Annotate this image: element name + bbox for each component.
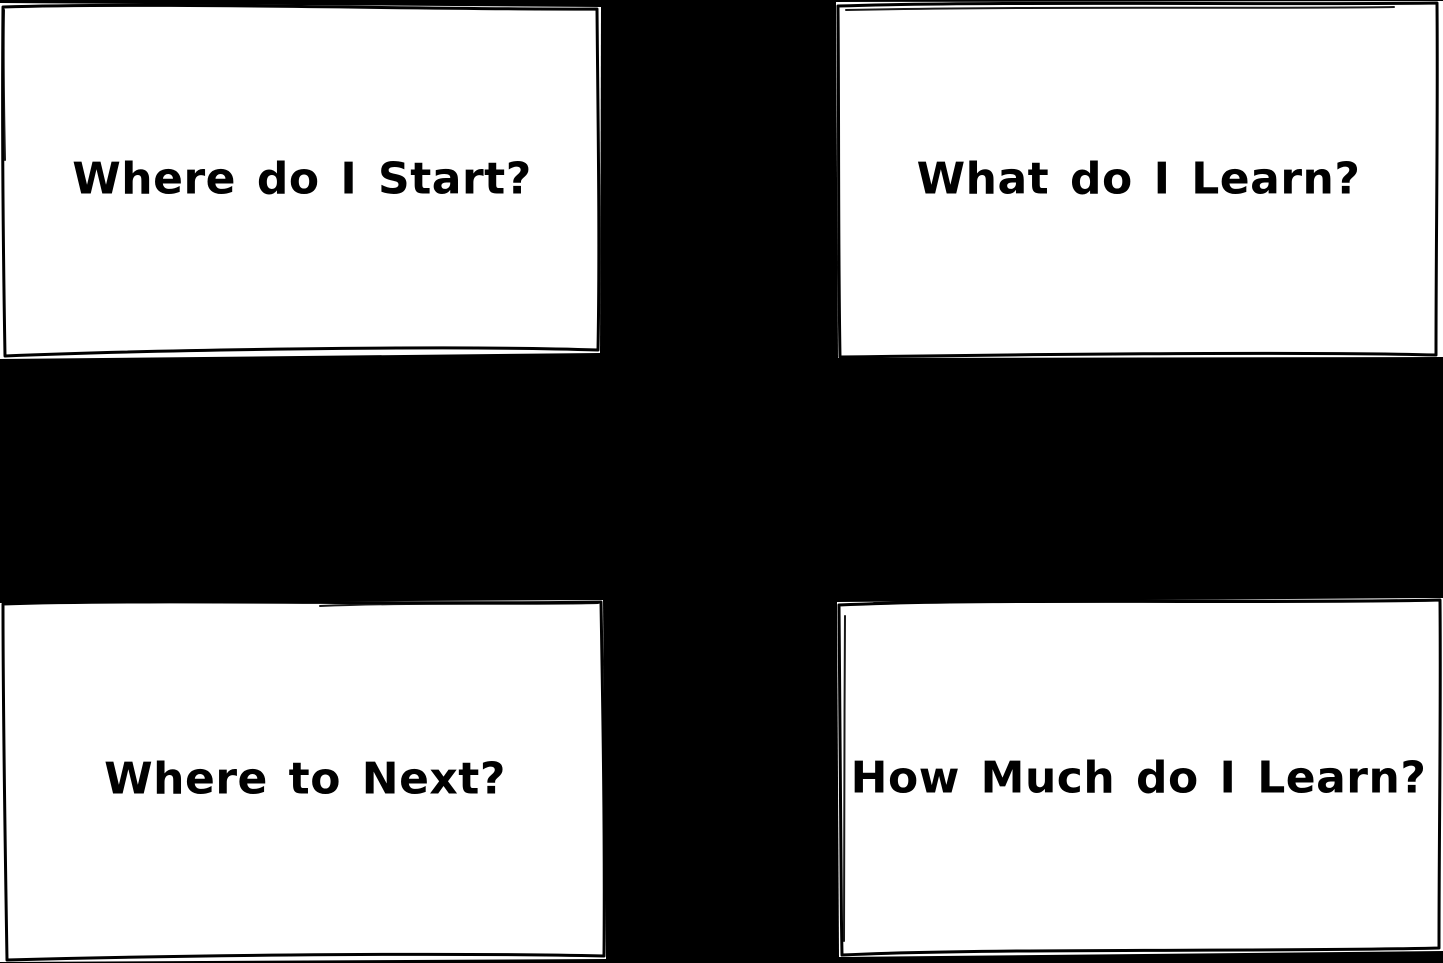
card-where-to-next: Where to Next? [0,598,610,963]
card-label: Where do I Start? [72,153,532,205]
sketch-border [0,600,609,962]
sketch-border [837,598,1443,957]
card-label: How Much do I Learn? [850,751,1427,803]
card-label: Where to Next? [104,752,506,804]
sketch-border [836,1,1443,359]
sketch-border [0,3,601,359]
card-label: What do I Learn? [916,153,1361,205]
card-how-much-do-i-learn: How Much do I Learn? [834,596,1443,963]
card-where-do-i-start: Where do I Start? [0,0,604,362]
card-what-do-i-learn: What do I Learn? [834,0,1443,362]
